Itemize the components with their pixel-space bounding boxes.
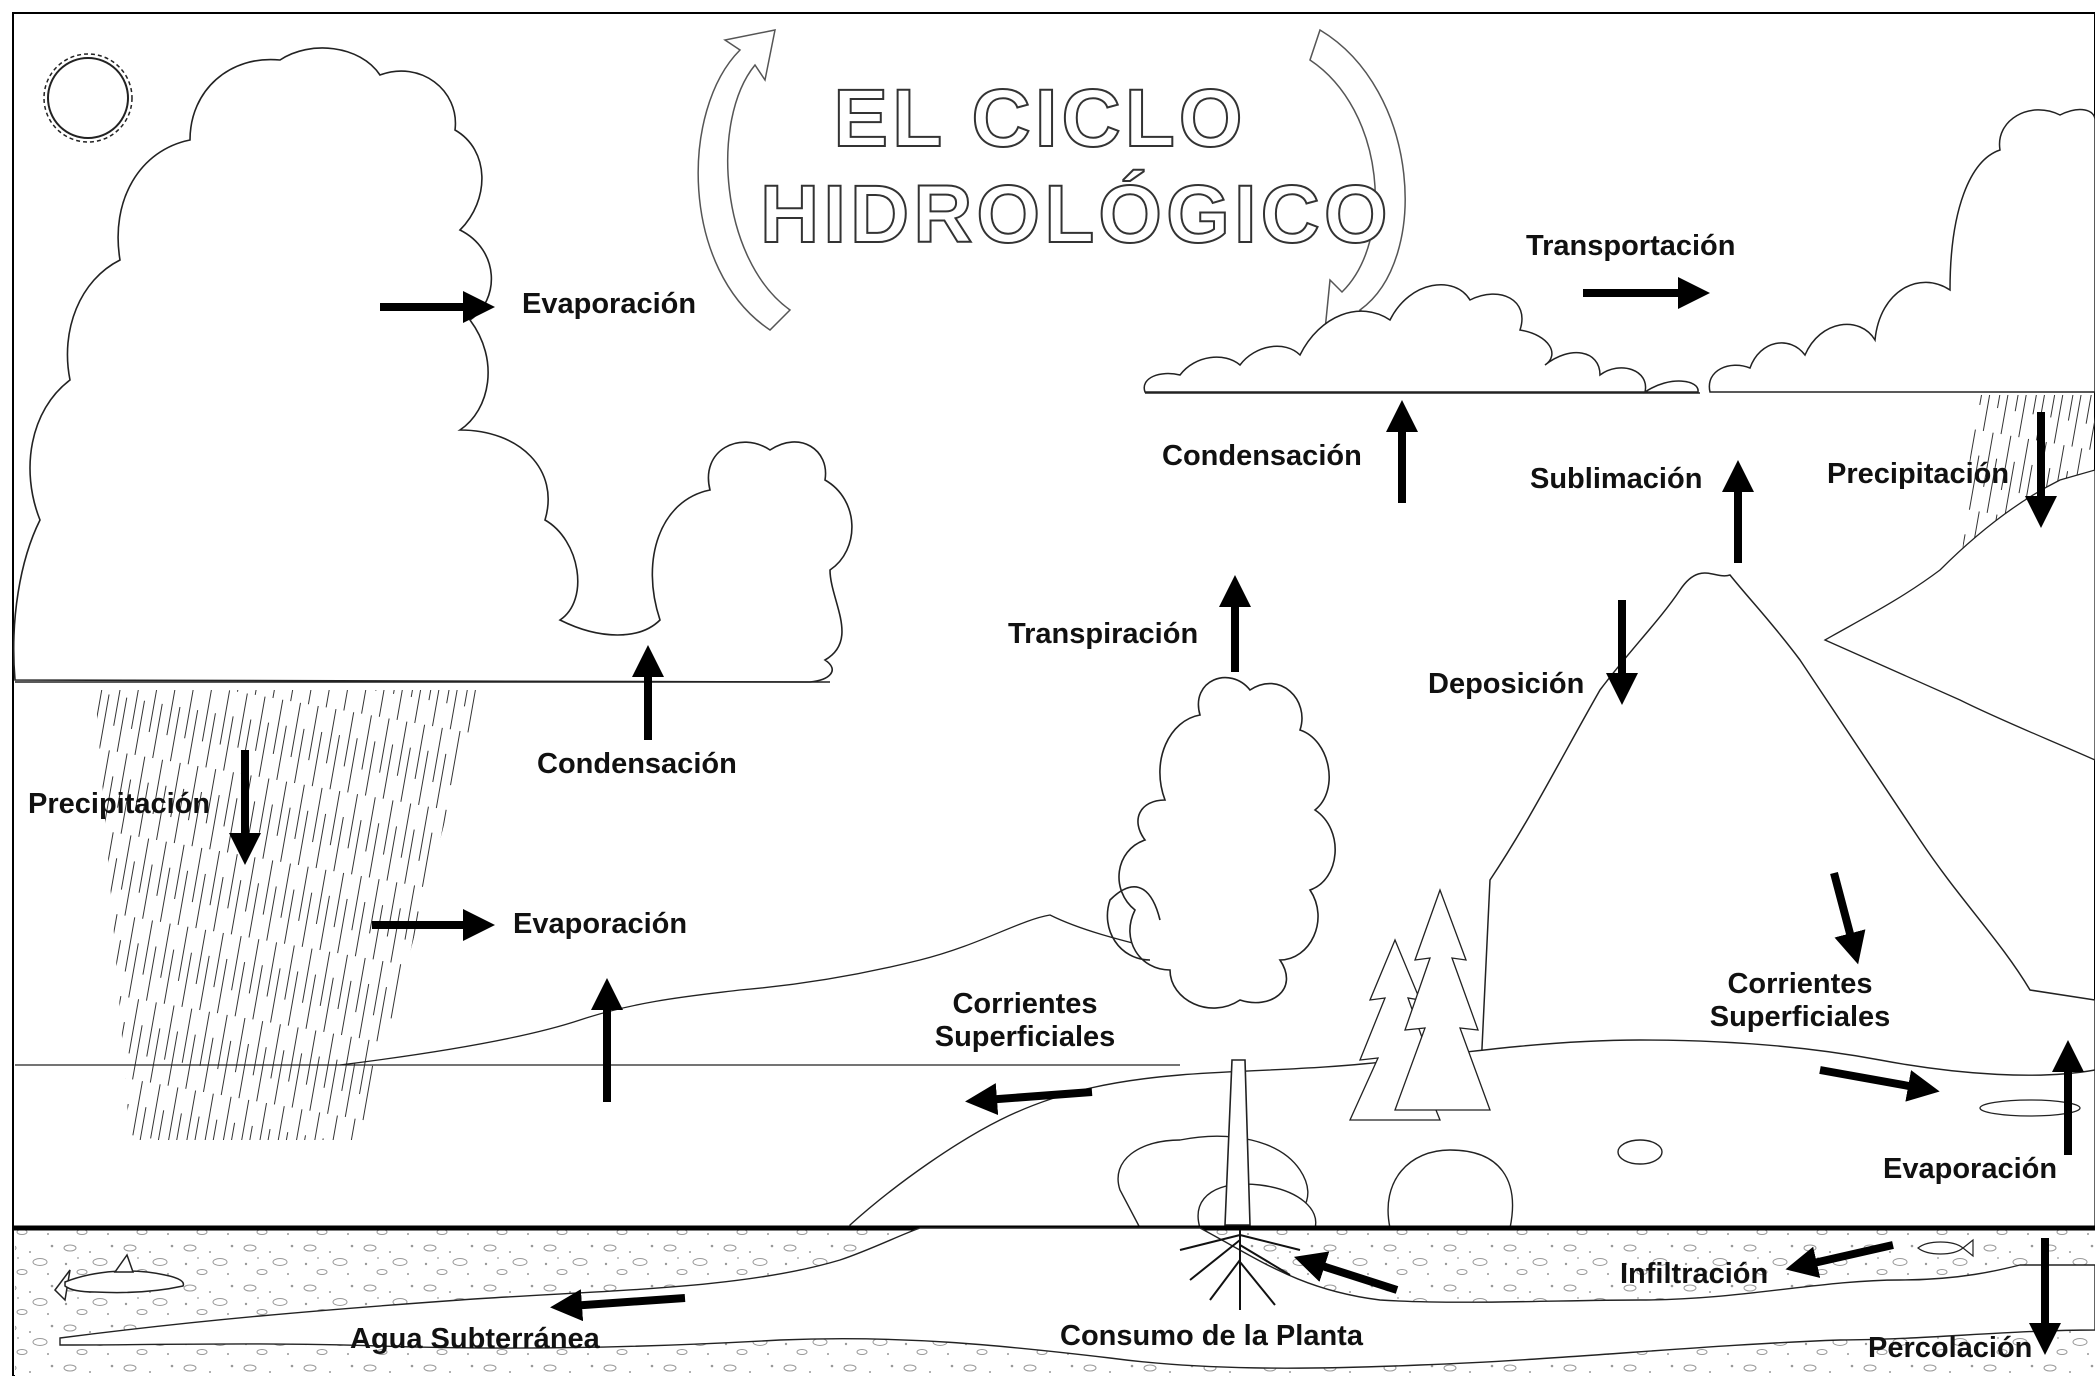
label-transportacion: Transportación: [1526, 230, 1736, 262]
page-title: EL CICLO HIDROLÓGICO: [759, 73, 1392, 260]
sun-icon: [43, 53, 133, 143]
label-precipitacion-left: Precipitación: [28, 788, 211, 820]
arrow-consumo: [1293, 1251, 1399, 1294]
pine-trees: [1348, 888, 1491, 1121]
process-arrows: [229, 277, 2084, 1355]
label-transpiracion: Transpiración: [1008, 618, 1199, 650]
label-corrientes-left-line2: Superficiales: [934, 1021, 1116, 1054]
center-cloud: [1143, 284, 1699, 394]
label-condensacion-center: Condensación: [1162, 440, 1362, 472]
label-evaporacion-upper: Evaporación: [522, 288, 697, 320]
label-corrientes-left-line1: Corrientes: [952, 988, 1098, 1020]
title-line-2: HIDROLÓGICO: [759, 169, 1392, 260]
left-rain: [95, 690, 480, 1140]
pond: [1979, 1099, 2081, 1117]
arrow-corrientes-right: [1819, 1066, 1940, 1102]
label-corrientes-right-line1: Corrientes: [1727, 968, 1873, 1000]
label-percolacion: Percolación: [1868, 1332, 2033, 1364]
label-precipitacion-right: Precipitación: [1827, 458, 2010, 490]
label-sublimacion: Sublimación: [1530, 463, 1703, 495]
label-corrientes-right: Corrientes Superficiales: [1700, 968, 1900, 1035]
label-corrientes-left: Corrientes Superficiales: [925, 988, 1125, 1055]
arrow-corrientes-left: [965, 1083, 1093, 1116]
label-evaporacion-right: Evaporación: [1883, 1153, 2058, 1185]
plant-roots: [1179, 1230, 1301, 1310]
arrow-infiltracion: [1785, 1241, 1894, 1278]
label-condensacion-left: Condensación: [537, 748, 737, 780]
frame-border: [12, 12, 2095, 1376]
label-corrientes-right-line2: Superficiales: [1709, 1001, 1891, 1034]
shark-icon: [54, 1253, 185, 1302]
title-line-1: EL CICLO: [832, 73, 1247, 164]
label-consumo-planta: Consumo de la Planta: [1060, 1320, 1363, 1352]
groundwater-stream: [59, 1227, 2095, 1369]
left-storm-cloud: [12, 47, 853, 683]
far-mountain: [1823, 469, 2095, 761]
fish-icon: [1917, 1238, 1974, 1258]
label-agua-subterranea: Agua Subterránea: [350, 1323, 600, 1355]
label-infiltracion: Infiltración: [1620, 1258, 1769, 1290]
tree: [1106, 676, 1336, 1226]
arrow-corrientes-right-down: [1830, 871, 1866, 965]
label-deposicion: Deposición: [1428, 668, 1585, 700]
right-cloud: [1708, 108, 2095, 393]
label-evaporacion-lower: Evaporación: [513, 908, 688, 940]
title-left-curved-arrow: [697, 29, 792, 331]
arrow-agua-subterranea: [550, 1289, 686, 1322]
